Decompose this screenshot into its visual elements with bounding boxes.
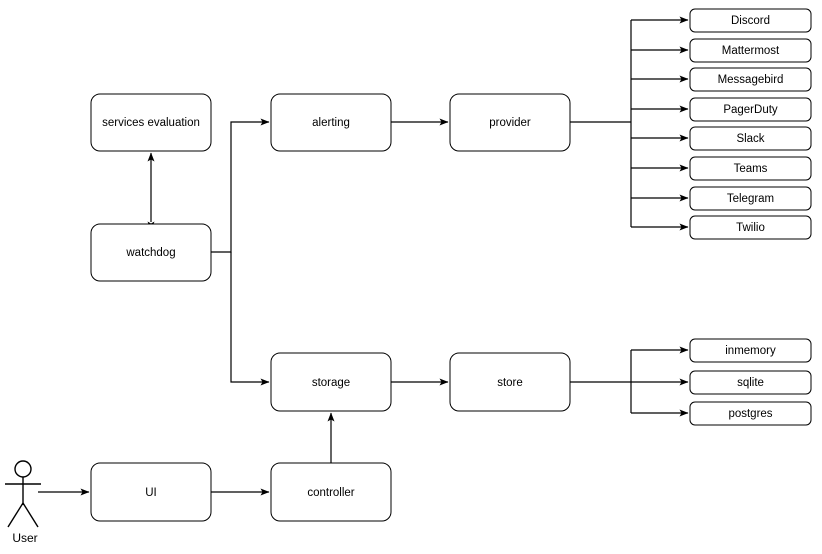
node-provider-twilio-rect[interactable]: [689, 215, 812, 240]
node-services-evaluation[interactable]: services evaluation: [90, 93, 212, 152]
node-services-evaluation-rect[interactable]: [90, 93, 212, 152]
edge-watchdog-alerting: [211, 118, 270, 253]
actor-leg-left-icon: [7, 502, 24, 528]
node-watchdog-rect[interactable]: [90, 223, 212, 282]
node-alerting-rect[interactable]: [270, 93, 392, 152]
node-provider-discord-label: Discord: [731, 15, 770, 27]
node-store-postgres-label: postgres: [728, 408, 772, 420]
node-provider-telegram-label: Telegram: [727, 193, 774, 205]
node-alerting-label: alerting: [312, 117, 350, 129]
node-store-sqlite-rect[interactable]: [689, 370, 812, 395]
node-provider-telegram-rect[interactable]: [689, 186, 812, 211]
node-provider[interactable]: provider: [449, 93, 571, 152]
store-list: inmemory sqlite postgres: [689, 338, 812, 426]
node-controller-label: controller: [307, 487, 354, 499]
node-store-sqlite-label: sqlite: [737, 377, 764, 389]
node-provider-pagerduty[interactable]: PagerDuty: [689, 97, 812, 122]
edge-watchdog-storage: [230, 252, 270, 386]
actor-user-label: User: [12, 531, 37, 545]
node-provider-messagebird[interactable]: Messagebird: [689, 67, 812, 92]
edge-layer: [38, 16, 689, 496]
node-provider-slack[interactable]: Slack: [689, 126, 812, 151]
node-provider-label: provider: [489, 117, 531, 129]
node-storage[interactable]: storage: [270, 352, 392, 412]
actor-head-icon: [14, 460, 32, 478]
node-store-label: store: [497, 377, 523, 389]
node-provider-messagebird-rect[interactable]: [689, 67, 812, 92]
node-provider-teams-label: Teams: [734, 163, 768, 175]
node-provider-mattermost-label: Mattermost: [722, 45, 780, 57]
node-storage-label: storage: [312, 377, 350, 389]
node-store-inmemory[interactable]: inmemory: [689, 338, 812, 363]
node-provider-pagerduty-rect[interactable]: [689, 97, 812, 122]
node-provider-rect[interactable]: [449, 93, 571, 152]
node-store-rect[interactable]: [449, 352, 571, 412]
node-ui-rect[interactable]: [90, 462, 212, 522]
node-controller-rect[interactable]: [270, 462, 392, 522]
actor-user[interactable]: User: [5, 460, 41, 545]
node-provider-mattermost-rect[interactable]: [689, 38, 812, 63]
node-provider-mattermost[interactable]: Mattermost: [689, 38, 812, 63]
node-controller[interactable]: controller: [270, 462, 392, 522]
node-store-postgres[interactable]: postgres: [689, 401, 812, 426]
node-provider-teams[interactable]: Teams: [689, 156, 812, 181]
actor-leg-right-icon: [22, 502, 39, 528]
node-store-postgres-rect[interactable]: [689, 401, 812, 426]
node-watchdog[interactable]: watchdog: [90, 223, 212, 282]
node-provider-discord-rect[interactable]: [689, 8, 812, 33]
node-store-sqlite[interactable]: sqlite: [689, 370, 812, 395]
node-services-evaluation-label: services evaluation: [102, 117, 200, 129]
provider-list: Discord Mattermost Messagebird PagerDuty…: [689, 8, 812, 240]
node-provider-twilio-label: Twilio: [736, 222, 765, 234]
node-store-inmemory-rect[interactable]: [689, 338, 812, 363]
node-provider-twilio[interactable]: Twilio: [689, 215, 812, 240]
node-ui-label: UI: [145, 487, 157, 499]
node-alerting[interactable]: alerting: [270, 93, 392, 152]
node-watchdog-label: watchdog: [125, 247, 175, 259]
node-provider-messagebird-label: Messagebird: [718, 74, 784, 86]
node-provider-telegram[interactable]: Telegram: [689, 186, 812, 211]
node-provider-discord[interactable]: Discord: [689, 8, 812, 33]
node-provider-teams-rect[interactable]: [689, 156, 812, 181]
node-ui[interactable]: UI: [90, 462, 212, 522]
node-provider-slack-label: Slack: [736, 133, 764, 145]
node-store[interactable]: store: [449, 352, 571, 412]
node-provider-slack-rect[interactable]: [689, 126, 812, 151]
node-provider-pagerduty-label: PagerDuty: [723, 104, 778, 116]
node-store-inmemory-label: inmemory: [725, 345, 776, 357]
node-storage-rect[interactable]: [270, 352, 392, 412]
